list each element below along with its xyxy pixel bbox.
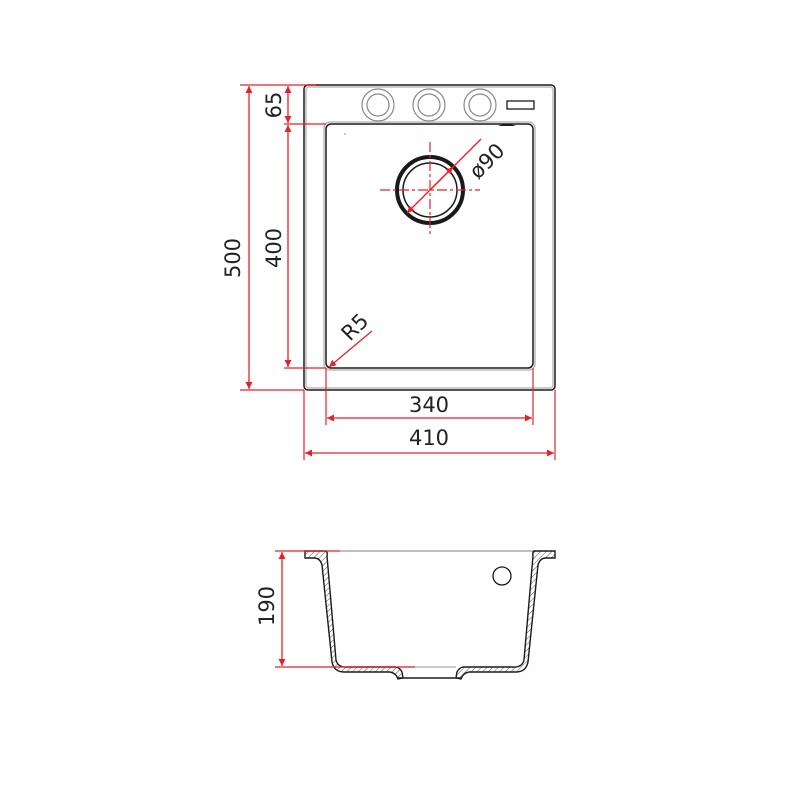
side-view: 190 [255, 550, 556, 680]
overall-length-label: 500 [221, 238, 245, 278]
overflow-hole-icon [492, 566, 512, 586]
tap-hole-icon [412, 88, 446, 122]
top-view: ø90 R5 500 400 65 340 410 [221, 84, 556, 460]
drain-icon [380, 138, 482, 235]
bowl-outline [325, 123, 534, 369]
tap-deck-label: 65 [262, 92, 286, 119]
tap-hole-icon [463, 88, 497, 122]
left-wall-section [304, 550, 404, 680]
bowl-width-label: 340 [409, 393, 449, 417]
bowl-depth-label: 190 [255, 586, 279, 626]
overall-width-label: 410 [409, 426, 449, 450]
tap-holes [361, 88, 497, 122]
tap-hole-icon [361, 88, 395, 122]
bowl-length-label: 400 [262, 228, 286, 268]
overflow-slot-icon [506, 100, 535, 110]
